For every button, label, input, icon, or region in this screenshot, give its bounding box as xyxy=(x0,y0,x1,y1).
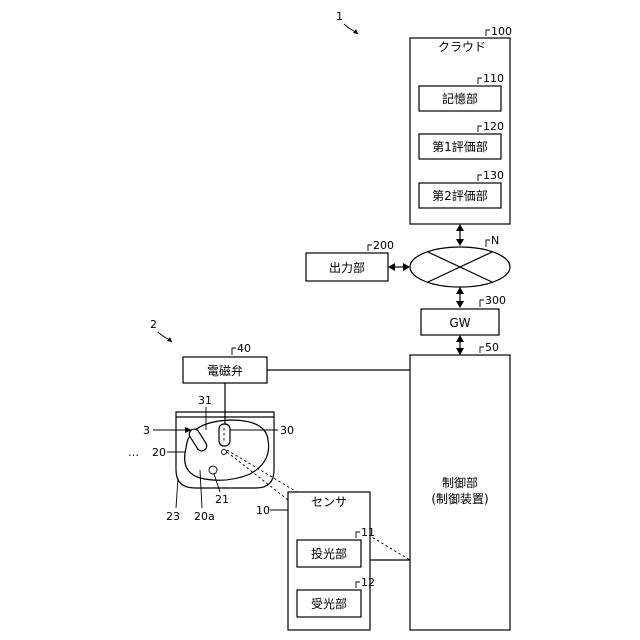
emitter-ref: 11 xyxy=(361,526,375,539)
memory-ref: 110 xyxy=(483,72,504,85)
eval2-label: 第2評価部 xyxy=(432,188,488,203)
eval2-ref: 130 xyxy=(483,169,504,182)
cloud-label: クラウド xyxy=(438,40,486,54)
memory-label: 記憶部 xyxy=(442,91,478,106)
valve-ref: 40 xyxy=(237,342,251,355)
eval1-ref: 120 xyxy=(483,120,504,133)
system-ref: 1 xyxy=(336,10,343,23)
sink-ellipsis: … xyxy=(128,446,139,459)
sensor-ref: 10 xyxy=(256,504,270,517)
sink-ref-21: 21 xyxy=(215,493,229,506)
controller-ref: 50 xyxy=(485,341,499,354)
controller-sublabel: (制御装置) xyxy=(431,491,488,506)
controller-label: 制御部 xyxy=(442,475,478,490)
sink-ref-20: 20 xyxy=(152,446,166,459)
sink-ref-20a: 20a xyxy=(194,510,215,523)
emitter-label: 投光部 xyxy=(311,546,347,561)
sink-ref-3: 3 xyxy=(143,424,150,437)
receiver-label: 受光部 xyxy=(311,596,347,611)
receiver-ref: 12 xyxy=(361,576,375,589)
sink-ref-30: 30 xyxy=(280,424,294,437)
valve-label: 電磁弁 xyxy=(207,363,243,378)
eval1-label: 第1評価部 xyxy=(432,139,488,154)
output-label: 出力部 xyxy=(329,260,365,275)
sensor-label: センサ xyxy=(311,495,347,509)
sink-ref-31: 31 xyxy=(198,394,212,407)
network-ref: N xyxy=(491,234,499,247)
gateway-label: GW xyxy=(449,316,470,330)
device-ref: 2 xyxy=(150,318,157,331)
output-ref: 200 xyxy=(373,239,394,252)
sink-illustration xyxy=(176,412,274,488)
sink-ref-23: 23 xyxy=(166,510,180,523)
cloud-ref: 100 xyxy=(491,25,512,38)
gateway-ref: 300 xyxy=(485,294,506,307)
